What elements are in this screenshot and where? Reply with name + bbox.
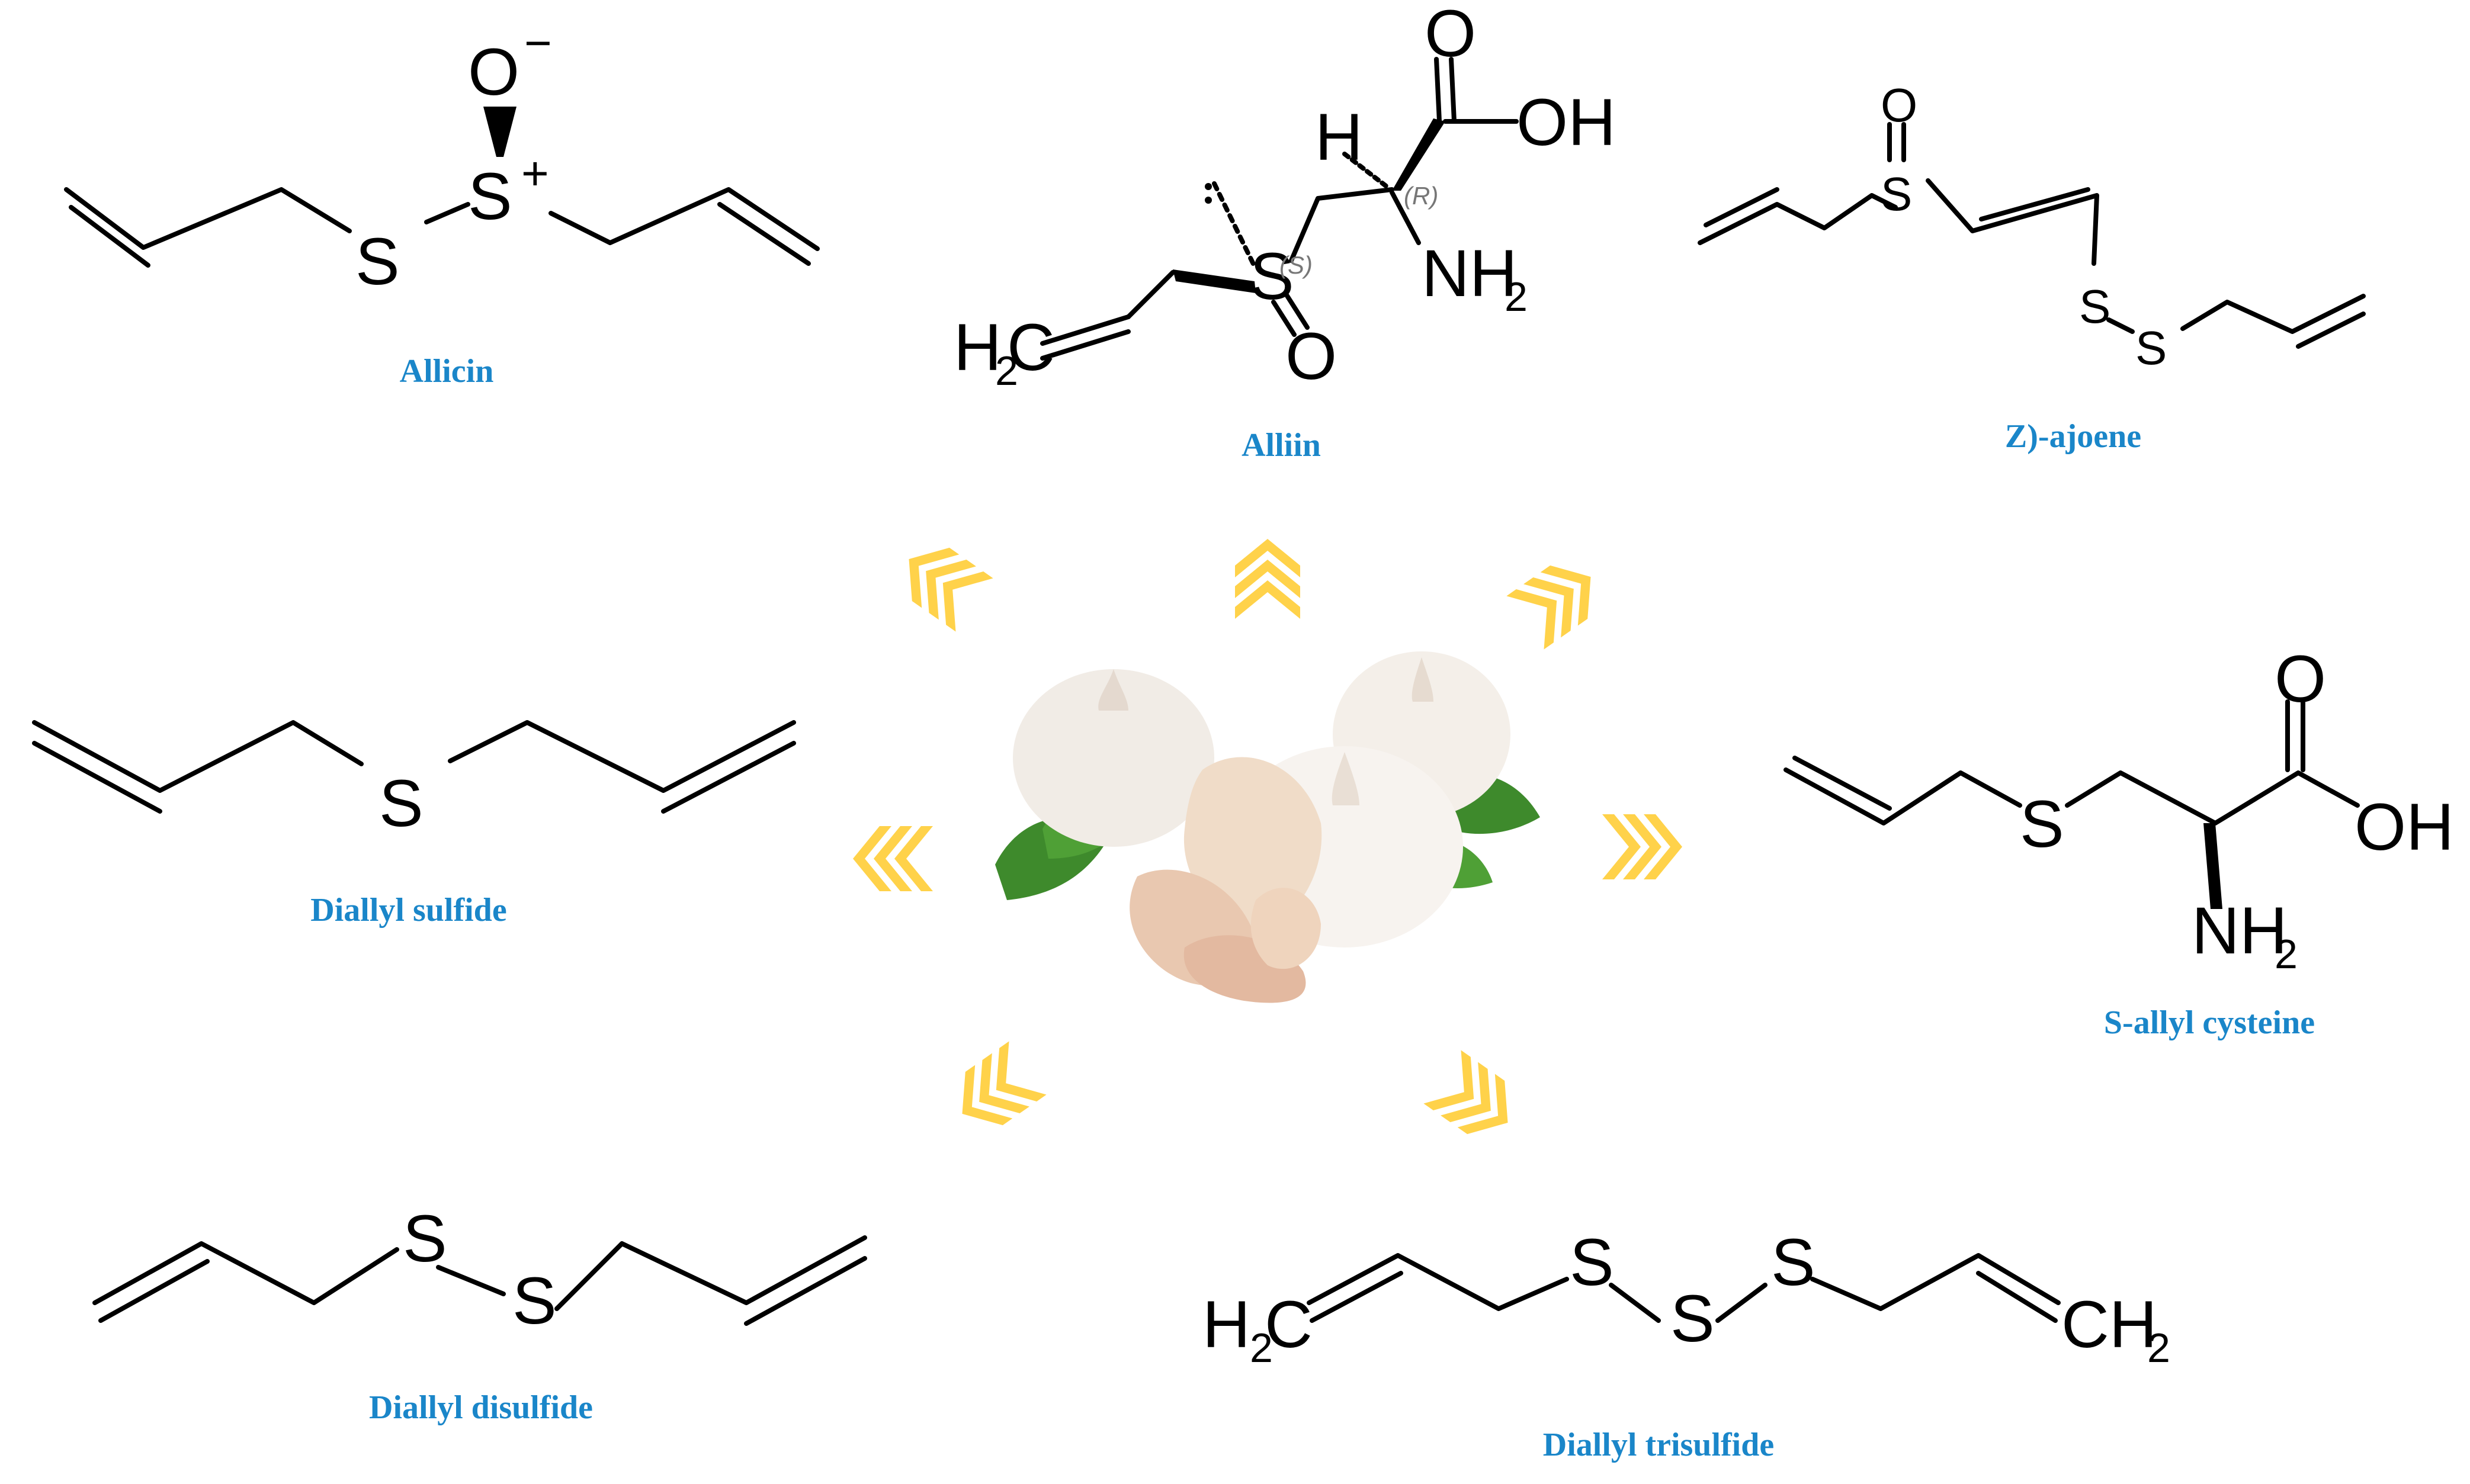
chevron-arrow-up-right-icon xyxy=(1506,550,1610,650)
dats-ch-sub: 2 xyxy=(2147,1325,2170,1371)
alliin-r-stereo: (R) xyxy=(1404,182,1438,210)
alliin-h2c-c: C xyxy=(1007,310,1055,384)
diallyl-disulfide-label: Diallyl disulfide xyxy=(369,1389,593,1426)
alliin-s-stereo: (S) xyxy=(1279,251,1313,279)
alliin-label: Alliin xyxy=(1242,427,1321,464)
dats-h2c-sub: 2 xyxy=(1250,1325,1273,1371)
sac-nh: NH xyxy=(2192,894,2288,968)
allicin-s-left: S xyxy=(355,224,400,298)
ajoene-structure: O S S S Z)-ajoene xyxy=(1698,79,2366,455)
allicin-minus-charge: − xyxy=(524,17,552,69)
diallyl-disulfide-s1: S xyxy=(403,1202,447,1276)
alliin-structure: H 2 C S (S) O H (R) O OH NH 2 Alliin xyxy=(954,0,1616,464)
alliin-nh: NH xyxy=(1422,236,1518,310)
alliin-sulfoxide-o: O xyxy=(1285,319,1337,393)
chevron-arrow-up-icon xyxy=(1235,539,1300,619)
alliin-h: H xyxy=(1315,100,1363,174)
chevron-arrow-right-icon xyxy=(1602,814,1682,879)
alliin-h2c-sub: 2 xyxy=(995,348,1018,394)
allicin-structure: S S + O − Allicin xyxy=(64,17,820,390)
diallyl-trisulfide-structure: H 2 C S S S CH 2 Diallyl trisulfide xyxy=(1202,1225,2170,1463)
sac-oxygen: O xyxy=(2275,642,2326,716)
alliin-nh-sub: 2 xyxy=(1505,274,1528,320)
sac-oh: OH xyxy=(2354,790,2454,864)
diallyl-disulfide-structure: S S Diallyl disulfide xyxy=(92,1202,867,1426)
alliin-acid-o: O xyxy=(1425,0,1476,70)
chevron-arrow-up-left-icon xyxy=(890,532,993,632)
ajoene-s-top: S xyxy=(1881,168,1912,220)
dats-s2: S xyxy=(1670,1281,1715,1355)
diallyl-disulfide-s2: S xyxy=(512,1264,557,1338)
sac-sulfur: S xyxy=(2020,787,2064,861)
allicin-s-right: S xyxy=(468,159,512,233)
dats-h2c-c: C xyxy=(1265,1287,1313,1361)
ajoene-label: Z)-ajoene xyxy=(2005,418,2141,455)
alliin-sulfur: S xyxy=(1250,239,1294,313)
garlic-illustration xyxy=(995,651,1540,1003)
diallyl-sulfide-sulfur: S xyxy=(379,766,424,840)
diallyl-trisulfide-label: Diallyl trisulfide xyxy=(1543,1427,1774,1463)
dats-ch: CH xyxy=(2061,1287,2157,1361)
sac-label: S-allyl cysteine xyxy=(2104,1004,2315,1041)
ajoene-s-b: S xyxy=(2135,322,2167,374)
s-allyl-cysteine-structure: S O OH NH 2 S-allyl cysteine xyxy=(1783,642,2454,1041)
alliin-h2c-h: H xyxy=(954,310,1002,384)
diallyl-sulfide-structure: S Diallyl sulfide xyxy=(32,720,796,929)
ajoene-oxygen: O xyxy=(1881,79,1917,131)
allicin-plus-charge: + xyxy=(521,147,549,200)
alliin-oh: OH xyxy=(1516,85,1616,159)
chevron-arrow-left-icon xyxy=(853,826,933,891)
diallyl-sulfide-label: Diallyl sulfide xyxy=(310,892,506,929)
chevron-arrow-down-right-icon xyxy=(1423,1050,1527,1149)
allicin-oxygen: O xyxy=(468,35,519,109)
chevron-arrow-down-left-icon xyxy=(943,1041,1047,1141)
ajoene-s-a: S xyxy=(2079,280,2110,333)
dats-h2c-h: H xyxy=(1202,1287,1250,1361)
allicin-label: Allicin xyxy=(400,353,494,390)
dats-s1: S xyxy=(1570,1225,1614,1299)
sac-nh-sub: 2 xyxy=(2275,931,2298,977)
dats-s3: S xyxy=(1771,1225,1815,1299)
